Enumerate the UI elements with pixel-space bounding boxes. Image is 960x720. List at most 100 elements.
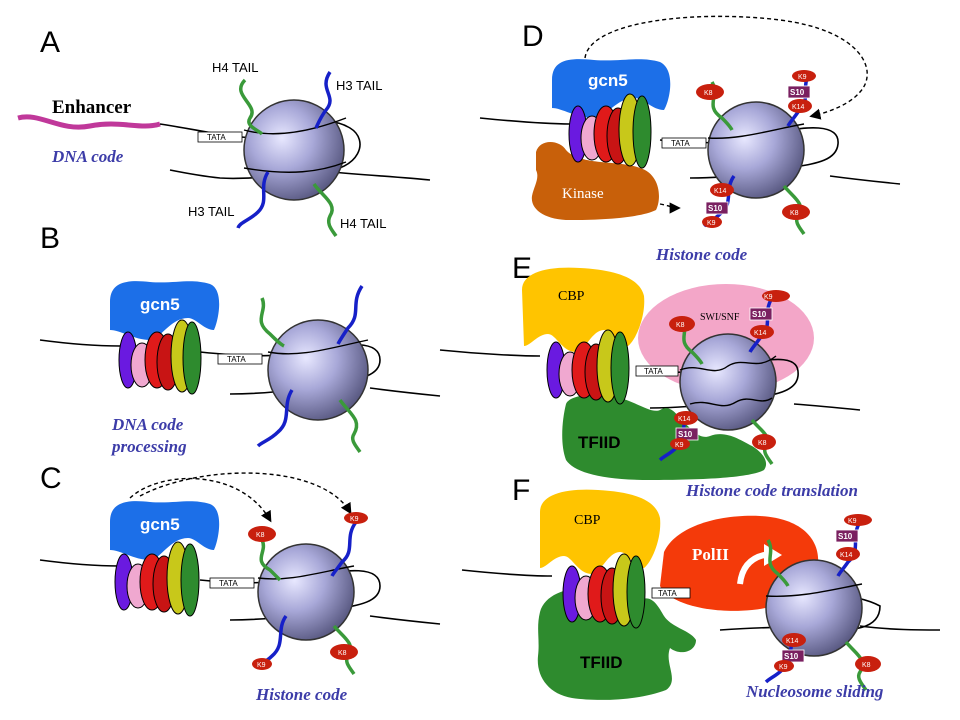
- mark-label: K9: [798, 74, 807, 81]
- h4-tail-bottom-label: H4 TAIL: [340, 216, 386, 231]
- mark-label: S10: [678, 430, 693, 439]
- acetyl-mark-k14: [836, 547, 860, 561]
- acetyl-mark-k9: [844, 514, 872, 526]
- mark-label: S10: [790, 88, 805, 97]
- acetyl-mark-k9: [702, 216, 722, 228]
- tata-label: TATA: [671, 139, 690, 148]
- h4-tail-bottom: [844, 640, 868, 691]
- dna-strand: [439, 349, 541, 357]
- kinase-protein: [531, 142, 659, 220]
- dna-strand: [461, 569, 553, 577]
- tata-box: [661, 137, 707, 149]
- h3-tail-top-label: H3 TAIL: [336, 78, 382, 93]
- mark-label: K14: [754, 330, 767, 337]
- tata-box: [217, 353, 263, 365]
- mark-label: K9: [675, 442, 684, 449]
- mark-label: K9: [350, 516, 359, 523]
- dna-wrap: [267, 339, 369, 355]
- dna-wrap: [679, 355, 777, 372]
- mark-label: S10: [708, 204, 723, 213]
- acetyl-mark-k8: [855, 656, 881, 672]
- cbp-label: CBP: [558, 289, 585, 304]
- dna-strand-tail: [829, 175, 901, 185]
- gcn5-label: gcn5: [140, 295, 180, 314]
- phospho-mark-s10: [749, 307, 773, 321]
- h4-tail-bottom: [312, 182, 338, 237]
- acetyl-mark-k8: [782, 204, 810, 220]
- h3-tail-bottom: [236, 171, 270, 229]
- dna-wrap: [765, 583, 863, 598]
- acetyl-mark-k8: [752, 434, 776, 450]
- h3-tail-bottom: [256, 389, 294, 448]
- dna-strand-tail: [859, 625, 941, 631]
- gcn5-label: gcn5: [588, 71, 628, 90]
- swi-snf-label: SWI/SNF: [700, 312, 740, 323]
- mark-label: K8: [256, 532, 265, 539]
- h3-tail-bottom-label: H3 TAIL: [188, 204, 234, 219]
- cbp-protein: [540, 489, 661, 574]
- nucleosome: [765, 559, 863, 657]
- dna-strand: [39, 559, 121, 567]
- acetyl-mark-k14: [788, 99, 812, 113]
- h3-tail-top: [330, 520, 358, 577]
- tata-label: TATA: [658, 589, 677, 598]
- panel-letter-a: A: [40, 26, 60, 59]
- phospho-mark-s10: [835, 529, 859, 543]
- mark-label: K8: [758, 440, 767, 447]
- acetyl-mark-k14: [750, 325, 774, 339]
- gcn5-protein: [110, 281, 220, 340]
- mark-label: K8: [676, 322, 685, 329]
- mark-label: K9: [707, 220, 716, 227]
- acetyl-mark-k14: [674, 411, 698, 425]
- acetyl-mark-k14: [710, 183, 734, 197]
- polii-label: PolII: [692, 545, 729, 564]
- panel-letter-f: F: [512, 474, 530, 507]
- dna-strand-tail: [369, 615, 441, 625]
- tata-box: [635, 365, 679, 377]
- mark-label: K8: [338, 650, 347, 657]
- cbp-label: CBP: [574, 513, 601, 528]
- tfiid-label: TFIID: [580, 653, 623, 672]
- acetyl-mark-k9: [252, 658, 272, 670]
- dna-wrap: [689, 397, 773, 407]
- h4-tail-top: [259, 297, 285, 348]
- nucleosome: [257, 543, 355, 641]
- dna-code-caption: DNA code: [51, 147, 124, 166]
- dna-wrap: [243, 161, 347, 173]
- enhancer-label: Enhancer: [52, 97, 132, 118]
- histone-code-caption: Histone code: [255, 685, 348, 704]
- mark-label: S10: [838, 532, 853, 541]
- acetylation-arrow: [129, 477, 272, 523]
- panel-letter-c: C: [40, 462, 62, 495]
- phospho-mark-s10: [787, 85, 811, 99]
- gcn5-label: gcn5: [140, 515, 180, 534]
- tfiid-label: TFIID: [578, 433, 621, 452]
- phosphorylation-arrow: [584, 15, 868, 120]
- tata-box: [209, 577, 255, 589]
- enhancer-dna: [17, 114, 161, 130]
- acetyl-mark-k8: [669, 316, 695, 332]
- acetyl-mark-k9: [344, 512, 368, 524]
- dna-strand-tail: [793, 403, 861, 411]
- cbp-protein: [522, 267, 645, 352]
- h4-tail-top: [766, 539, 790, 587]
- panel-a: A Enhancer DNA code TATA H4 TAIL H3 TAIL…: [17, 26, 431, 237]
- kinase-label: Kinase: [562, 186, 604, 202]
- dna-wrap: [707, 123, 805, 139]
- phospho-mark-s10: [705, 201, 729, 215]
- mark-label: K9: [779, 664, 788, 671]
- octamer-subunit: [632, 95, 652, 169]
- mark-label: K14: [714, 188, 727, 195]
- tata-label: TATA: [227, 355, 246, 364]
- gcn5-protein: [110, 501, 220, 560]
- acetyl-mark-k9: [670, 438, 690, 450]
- dna-wrap: [257, 565, 355, 580]
- mark-label: K8: [790, 210, 799, 217]
- tata-box: [651, 587, 691, 599]
- tfiid-protein: [562, 394, 767, 480]
- mark-label: K14: [678, 416, 691, 423]
- phospho-mark-s10: [781, 649, 805, 663]
- acetyl-mark-k8: [248, 526, 276, 542]
- mark-label: K9: [764, 294, 773, 301]
